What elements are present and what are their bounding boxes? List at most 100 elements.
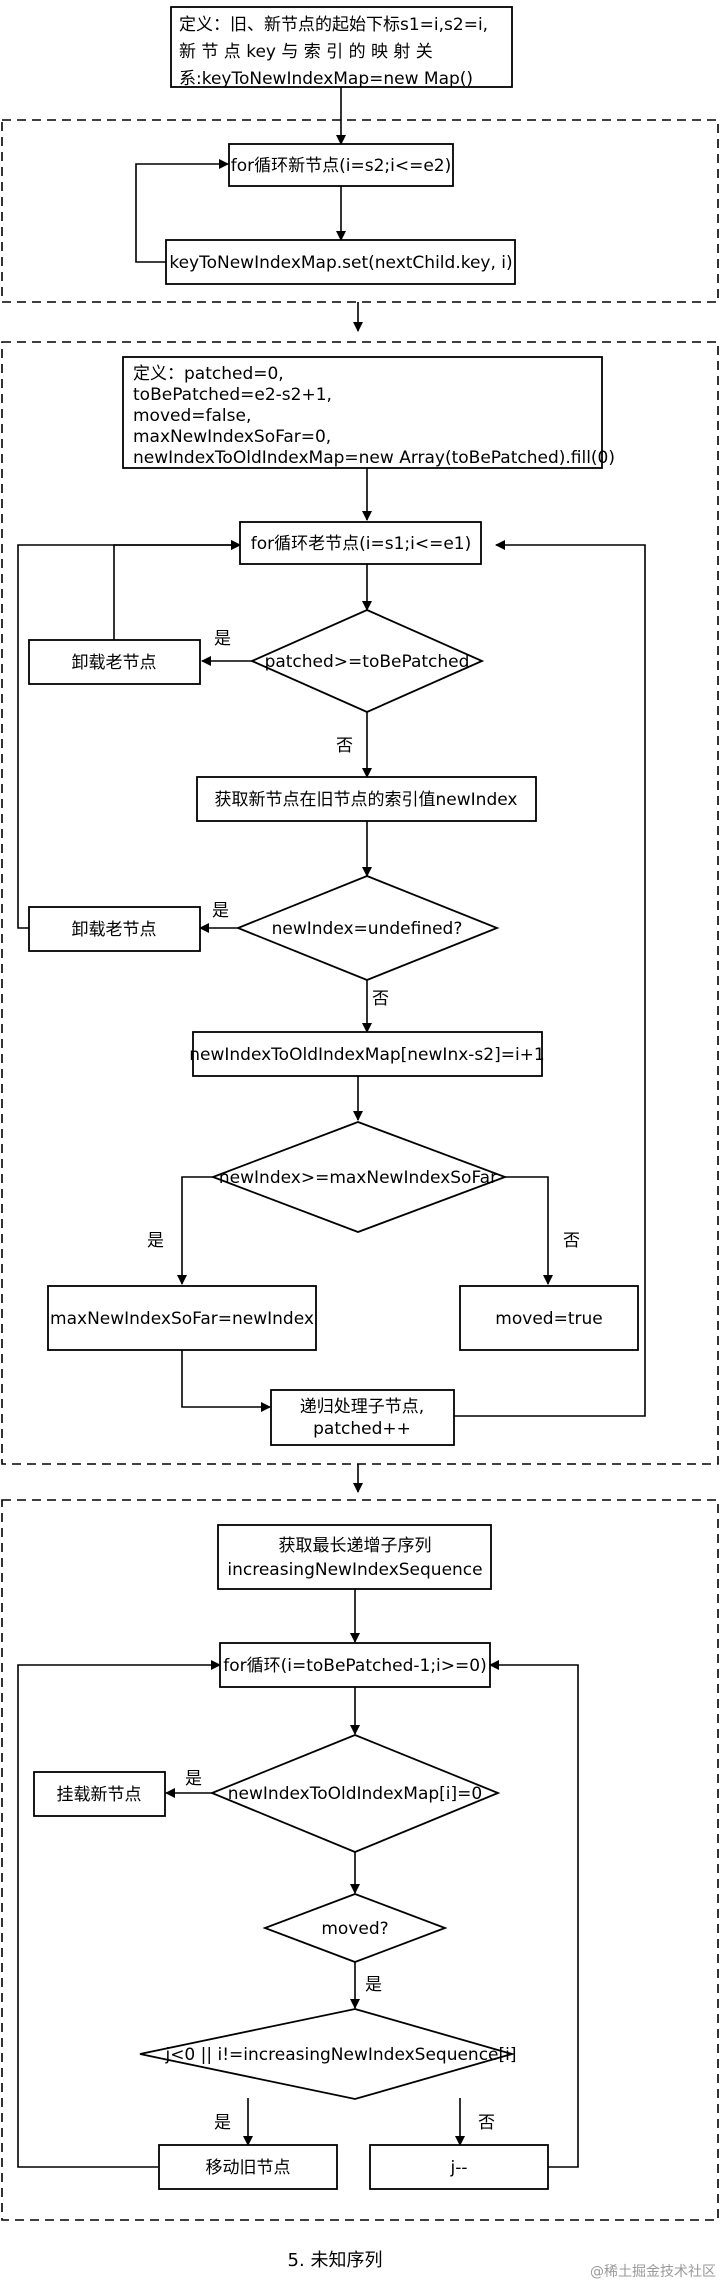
node-j-dec-text: j-- [450,2158,468,2178]
node-def2-line-1: 定义：patched=0, [133,364,284,384]
nodes: 定义：旧、新节点的起始下标s1=i,s2=i, 新 节 点 key 与 索 引 的… [28,6,639,2190]
label-no-undef: 否 [372,989,389,1009]
node-recurse-line-2: patched++ [313,1419,411,1439]
label-yes-moved: 是 [365,1975,382,1995]
edge-j-dec-loop-back [489,1660,579,2168]
node-recurse-text: 递归处理子节点,patched++ [300,1397,424,1439]
node-for-new-line-1: for循环新节点(i=s2;i<=e2) [231,156,452,176]
node-unmount2-text: 卸载老节点 [72,920,157,940]
node-unmount2-box [28,906,201,952]
node-set-max-box [47,1285,317,1351]
node-def2-line-2: toBePatched=e2-s2+1, [133,385,332,405]
node-set-moved-line-1: moved=true [495,1309,602,1329]
node-for-back-line-1: for循环(i=toBePatched-1;i>=0) [223,1656,486,1676]
figure-caption: 5. 未知序列 [288,2250,383,2271]
node-j-dec-box [369,2144,549,2190]
node-def1-line-1: 定义：旧、新节点的起始下标s1=i,s2=i, [179,15,488,35]
node-dec-max-line-1: newIndex>=maxNewIndexSoFar [219,1168,497,1188]
node-move-old-line-1: 移动旧节点 [206,2158,291,2178]
node-set-max-line-1: maxNewIndexSoFar=newIndex [50,1309,314,1329]
node-set-moved-text: moved=true [495,1309,602,1329]
group-patch-old-nodes [1,341,719,1465]
node-def1-line-3: 系:keyToNewIndexMap=new Map() [179,69,473,89]
node-get-seq-line-2: increasingNewIndexSequence [227,1560,482,1580]
node-dec-undef-diamond [235,875,500,981]
node-for-new-box [228,143,454,187]
node-set-old-map-text: newIndexToOldIndexMap[newInx-s2]=i+1 [189,1045,545,1065]
node-dec-undef-line-1: newIndex=undefined? [272,919,463,939]
edges [17,87,646,2168]
node-def2-line-3: moved=false, [133,406,251,426]
node-get-seq-line-1: 获取最长递增子序列 [279,1536,432,1556]
node-def2-line-4: maxNewIndexSoFar=0, [133,427,331,447]
node-dec-zero-line-1: newIndexToOldIndexMap[i]=0 [228,1784,482,1804]
label-no-patched: 否 [336,736,353,756]
node-set-max-text: maxNewIndexSoFar=newIndex [50,1309,314,1329]
node-dec-moved-line-1: moved? [321,1919,388,1939]
node-get-index-line-1: 获取新节点在旧节点的索引值newIndex [215,790,518,810]
node-dec-moved-text: moved? [321,1919,388,1939]
node-set-old-map-box [192,1031,543,1077]
node-mount-new-text: 挂载新节点 [57,1785,142,1805]
node-dec-seq-text: j<0 || i!=increasingNewIndexSequence[i] [164,2045,516,2065]
edge-unmount2-loop-back [17,540,241,929]
node-set-moved-box [459,1285,639,1351]
label-yes-seq: 是 [214,2113,231,2133]
node-move-old-text: 移动旧节点 [206,2158,291,2178]
node-j-dec-line-1: j-- [450,2158,468,2178]
node-def1-text: 定义：旧、新节点的起始下标s1=i,s2=i, 新 节 点 key 与 索 引 的… [179,15,488,89]
node-get-index-box [196,776,537,822]
label-yes-zero: 是 [185,1769,202,1789]
node-def2-line-5: newIndexToOldIndexMap=new Array(toBePatc… [133,448,615,468]
node-dec-seq-diamond [139,2008,516,2100]
node-dec-seq-line-1: j<0 || i!=increasingNewIndexSequence[i] [164,2045,516,2065]
node-dec-patched-line-1: patched>=toBePatched [265,652,470,672]
edge-dec-max-yes [177,1176,213,1285]
node-mount-new-box [33,1771,166,1817]
node-def2-text: 定义：patched=0,toBePatched=e2-s2+1,moved=f… [133,364,615,468]
node-get-index-text: 获取新节点在旧节点的索引值newIndex [215,790,518,810]
label-yes-max: 是 [147,1231,164,1251]
node-unmount2-line-1: 卸载老节点 [72,920,157,940]
node-for-new-text: for循环新节点(i=s2;i<=e2) [231,156,452,176]
label-yes-undef: 是 [212,901,229,921]
node-dec-patched-text: patched>=toBePatched [265,652,470,672]
watermark: @稀土掘金技术社区 [590,2264,716,2280]
node-set-old-map-line-1: newIndexToOldIndexMap[newInx-s2]=i+1 [189,1045,545,1065]
node-dec-zero-text: newIndexToOldIndexMap[i]=0 [228,1784,482,1804]
node-dec-moved-diamond [262,1893,448,1963]
node-set-map-line-1: keyToNewIndexMap.set(nextChild.key, i) [169,253,512,273]
node-for-back-box [219,1642,491,1688]
node-get-seq-box [217,1524,492,1590]
label-no-seq: 否 [478,2113,495,2133]
edge-unmount1-loop-back [113,540,241,640]
node-for-back-text: for循环(i=toBePatched-1;i>=0) [223,1656,486,1676]
edge-set-map-loop-back [135,159,229,263]
node-unmount1-text: 卸载老节点 [72,653,157,673]
node-dec-zero-diamond [209,1734,501,1853]
node-def2-box [122,356,603,469]
node-set-map-box [165,239,516,285]
edge-dec-max-no [505,1176,553,1285]
node-unmount1-box [28,639,201,685]
node-for-old-line-1: for循环老节点(i=s1;i<=e1) [251,534,472,554]
edge-set-max-to-recurse [181,1350,271,1412]
node-mount-new-line-1: 挂载新节点 [57,1785,142,1805]
node-for-old-box [239,521,482,565]
label-no-max: 否 [563,1231,580,1251]
node-recurse-line-1: 递归处理子节点, [300,1397,424,1417]
edge-move-old-loop-back [17,1660,221,2168]
group-move-and-mount [1,1499,719,2221]
node-for-old-text: for循环老节点(i=s1;i<=e1) [251,534,472,554]
node-dec-undef-text: newIndex=undefined? [272,919,463,939]
node-def1-box [170,6,513,88]
node-move-old-box [158,2144,338,2190]
node-def1-line-2: 新 节 点 key 与 索 引 的 映 射 关 [179,42,433,62]
node-dec-max-text: newIndex>=maxNewIndexSoFar [219,1168,497,1188]
node-recurse-box [270,1389,455,1446]
node-dec-patched-diamond [249,609,485,713]
node-unmount1-line-1: 卸载老节点 [72,653,157,673]
edge-recurse-loop-back [454,540,646,1417]
edge-labels: 是 否 是 否 是 否 是 是 是 否 [147,629,580,2133]
node-set-map-text: keyToNewIndexMap.set(nextChild.key, i) [169,253,512,273]
